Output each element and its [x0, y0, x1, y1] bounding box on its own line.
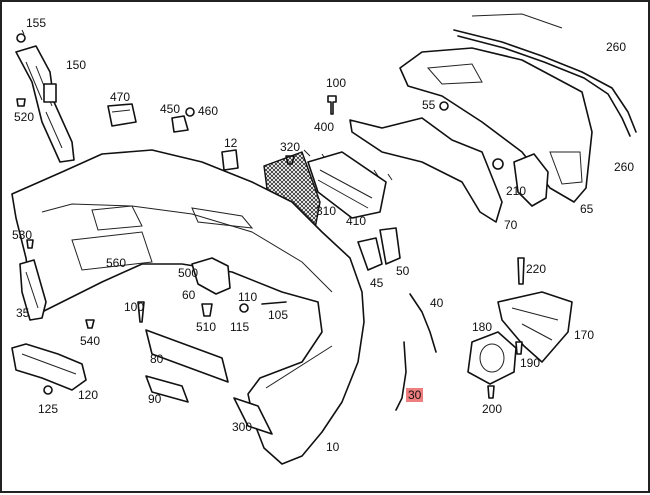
bracket-35-drawing — [19, 239, 95, 329]
callout-45: 45 — [370, 276, 384, 290]
callout-100-left: 100 — [124, 300, 145, 314]
diffuser-65-drawing — [399, 47, 593, 203]
callout-50: 50 — [396, 264, 410, 278]
callout-310: 310 — [316, 204, 337, 218]
bracket-500-drawing — [191, 257, 231, 317]
callout-125: 125 — [38, 402, 59, 416]
callout-35: 35 — [16, 306, 30, 320]
bracket-210-drawing — [492, 153, 549, 207]
bracket-45-50-drawing — [357, 227, 401, 271]
trim-strip-260-drawing — [439, 13, 637, 137]
callout-10: 10 — [326, 440, 340, 454]
bracket-120-drawing — [11, 343, 87, 395]
callout-260-right: 260 — [614, 160, 635, 174]
callout-90: 90 — [148, 392, 162, 406]
callout-300: 300 — [232, 420, 253, 434]
fastener-105-drawing — [137, 301, 287, 323]
bumper-shell-10-drawing — [11, 149, 365, 465]
callout-12: 12 — [224, 136, 238, 150]
callout-170: 170 — [574, 328, 595, 342]
callout-560: 560 — [106, 256, 127, 270]
callout-320: 320 — [280, 140, 301, 154]
bracket-170-drawing — [467, 257, 573, 399]
callout-510: 510 — [196, 320, 217, 334]
callout-190: 190 — [520, 356, 541, 370]
callout-260-top: 260 — [606, 40, 627, 54]
callout-80: 80 — [150, 352, 164, 366]
callout-70: 70 — [504, 218, 518, 232]
callout-155: 155 — [26, 16, 47, 30]
callout-450: 450 — [160, 102, 181, 116]
callout-400: 400 — [314, 120, 335, 134]
callout-110: 110 — [238, 290, 258, 304]
callout-460: 460 — [198, 104, 219, 118]
trim-40-30-drawing — [395, 293, 437, 411]
callout-100-top: 100 — [326, 76, 347, 90]
callout-55: 55 — [422, 98, 436, 112]
callout-540: 540 — [80, 334, 101, 348]
callout-65: 65 — [580, 202, 594, 216]
bracket-150-drawing — [15, 29, 75, 163]
callout-120: 120 — [78, 388, 99, 402]
callout-105: 105 — [268, 308, 289, 322]
callout-200: 200 — [482, 402, 503, 416]
callout-40: 40 — [430, 296, 444, 310]
callout-500: 500 — [178, 266, 199, 280]
lower-trim-70-drawing — [349, 117, 503, 223]
callout-410: 410 — [346, 214, 367, 228]
callout-470: 470 — [110, 90, 131, 104]
callout-150: 150 — [66, 58, 87, 72]
callout-210: 210 — [506, 184, 527, 198]
callout-520: 520 — [14, 110, 35, 124]
cap-470-drawing — [107, 103, 195, 133]
callout-115: 115 — [230, 320, 250, 334]
callout-530: 530 — [12, 228, 33, 242]
reflector-strip-drawing — [145, 329, 273, 435]
callout-220: 220 — [526, 262, 547, 276]
callout-60: 60 — [182, 288, 196, 302]
callout-30: 30 — [406, 388, 424, 402]
callout-180: 180 — [472, 320, 493, 334]
